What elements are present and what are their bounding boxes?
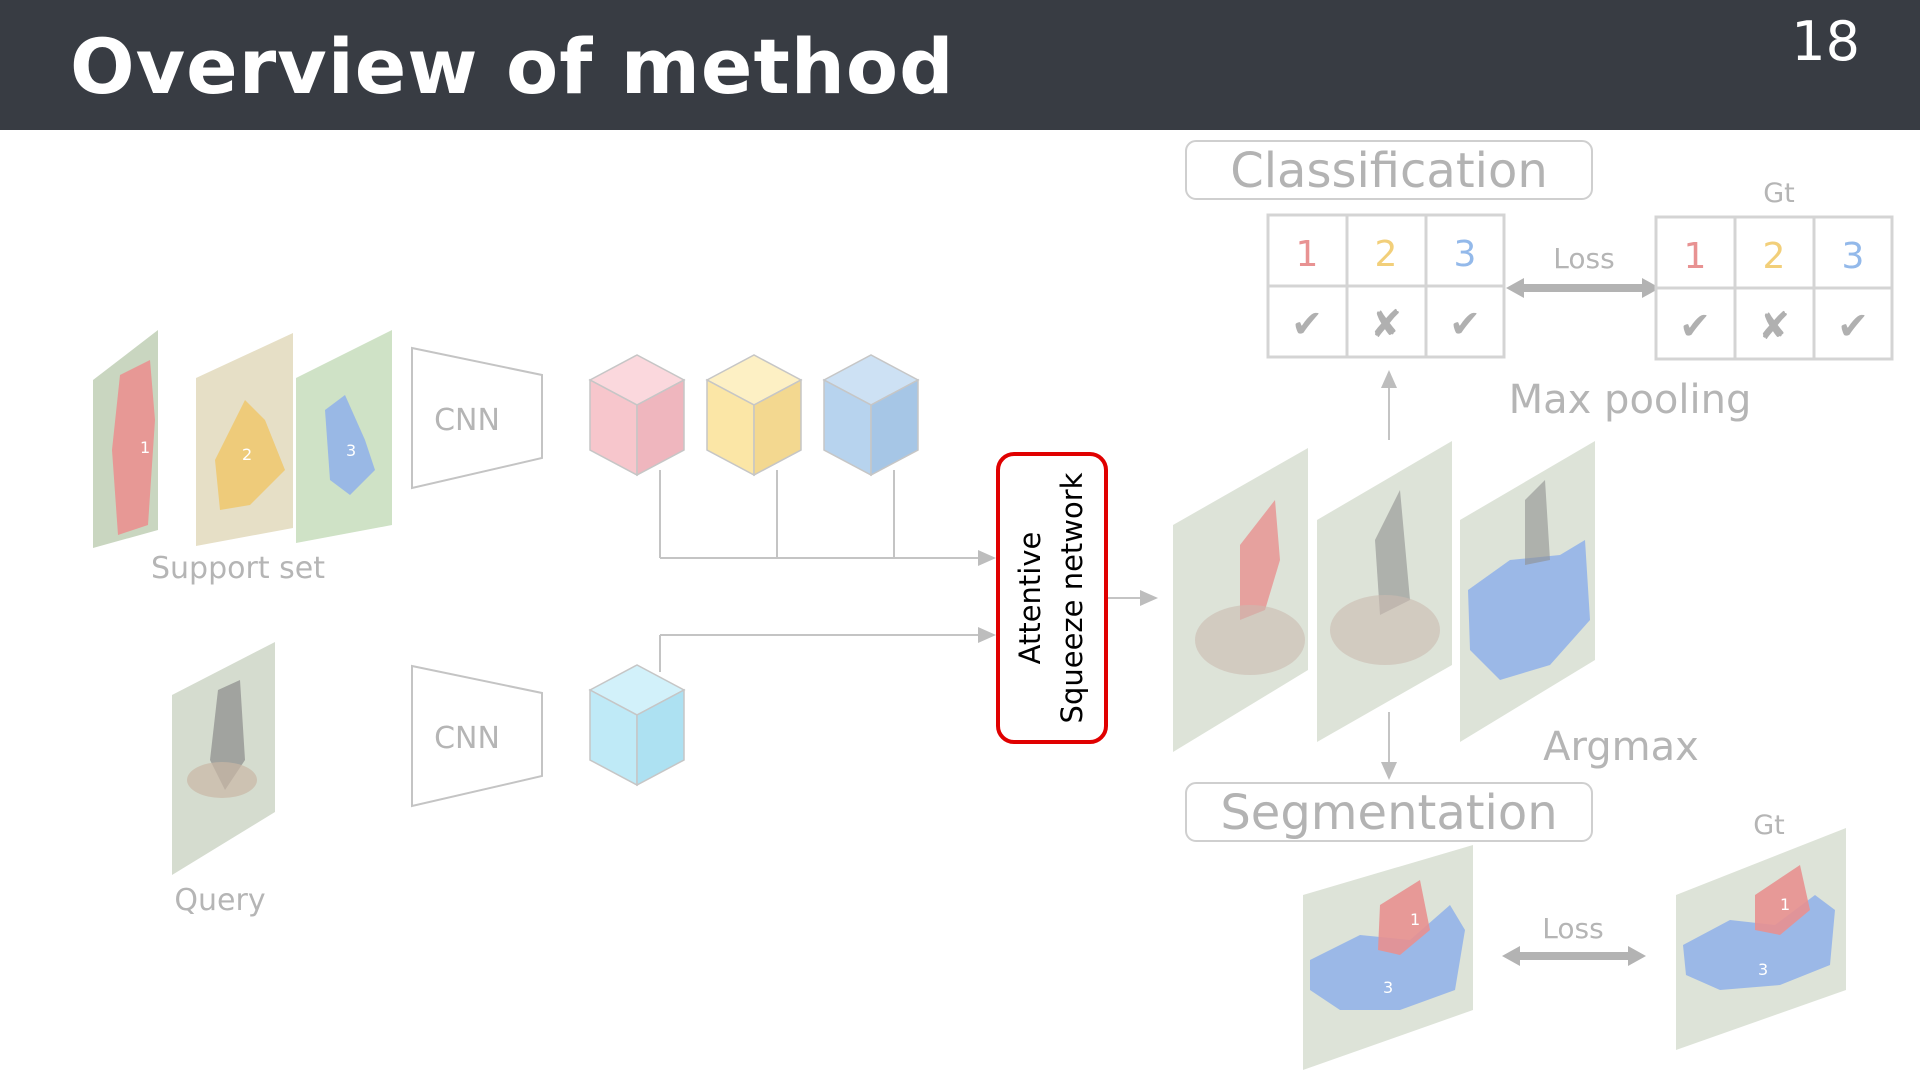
- pred-mark-2: ✘: [1370, 302, 1402, 346]
- seg-pred-number-3: 3: [1383, 978, 1393, 997]
- pred-mark-1: ✔: [1291, 302, 1323, 346]
- max-pooling-label: Max pooling: [1509, 377, 1752, 423]
- pred-mark-3: ✔: [1449, 302, 1481, 346]
- mask-number-3: 3: [346, 441, 356, 460]
- gt-class-3: 3: [1842, 236, 1865, 277]
- gt-mark-2: ✘: [1758, 304, 1790, 348]
- segmentation-box: Segmentation: [1185, 782, 1593, 842]
- slide-title: Overview of method: [70, 22, 955, 111]
- mask-number-1: 1: [140, 438, 150, 457]
- pred-class-1: 1: [1296, 234, 1319, 275]
- pred-class-3: 3: [1454, 234, 1477, 275]
- classification-box: Classification: [1185, 140, 1593, 200]
- classification-loss: Loss: [1506, 242, 1660, 298]
- support-connectors: [659, 470, 996, 566]
- classification-gt-table: 1 2 3 ✔ ✘ ✔: [1654, 215, 1894, 361]
- feature-cube-yellow: [705, 354, 803, 477]
- loss-label-segmentation: Loss: [1542, 912, 1603, 945]
- feature-cube-red: [588, 354, 686, 477]
- gt-class-2: 2: [1763, 236, 1786, 277]
- segmentation-prediction-mask: 1 3: [1303, 845, 1473, 1070]
- support-image-2: 2: [196, 333, 293, 546]
- cnn-encoder-support: CNN: [411, 346, 543, 490]
- support-image-3: 3: [296, 330, 392, 543]
- gt-mark-1: ✔: [1679, 304, 1711, 348]
- attentive-squeeze-network-box: Attentive Squeeze network: [996, 452, 1108, 744]
- support-set-label: Support set: [151, 551, 325, 586]
- cnn-encoder-query: CNN: [411, 664, 543, 808]
- page-number: 18: [1791, 10, 1860, 73]
- mask-number-2: 2: [242, 445, 252, 464]
- cnn-label-support: CNN: [434, 403, 500, 438]
- gt-label-classification: Gt: [1763, 178, 1795, 209]
- argmax-label: Argmax: [1543, 724, 1699, 770]
- classification-prediction-table: 1 2 3 ✔ ✘ ✔: [1266, 213, 1506, 359]
- feature-cube-blue: [822, 354, 920, 477]
- support-image-1: 1: [93, 330, 158, 548]
- pred-class-2: 2: [1375, 234, 1398, 275]
- output-map-class1: [1173, 448, 1308, 752]
- gt-label-segmentation: Gt: [1753, 810, 1785, 841]
- segmentation-gt-mask: 1 3: [1676, 828, 1846, 1050]
- seg-pred-number-1: 1: [1410, 910, 1420, 929]
- slide-header: Overview of method 18: [0, 0, 1920, 130]
- gt-mark-3: ✔: [1837, 304, 1869, 348]
- gt-class-1: 1: [1684, 236, 1707, 277]
- classification-label: Classification: [1230, 143, 1548, 199]
- segmentation-label: Segmentation: [1220, 785, 1557, 841]
- cnn-label-query: CNN: [434, 721, 500, 756]
- query-image: [172, 642, 275, 875]
- seg-gt-number-1: 1: [1780, 895, 1790, 914]
- attentive-label-line1: Attentive: [1013, 532, 1047, 665]
- query-connector: [659, 627, 996, 672]
- output-map-class3: [1460, 441, 1595, 742]
- attentive-label-line2: Squeeze network: [1055, 472, 1089, 723]
- query-label: Query: [174, 883, 265, 918]
- segmentation-loss: Loss: [1502, 912, 1646, 966]
- feature-cube-query: [588, 664, 686, 787]
- output-map-class2: [1317, 441, 1452, 742]
- seg-gt-number-3: 3: [1758, 960, 1768, 979]
- loss-label-classification: Loss: [1553, 242, 1614, 275]
